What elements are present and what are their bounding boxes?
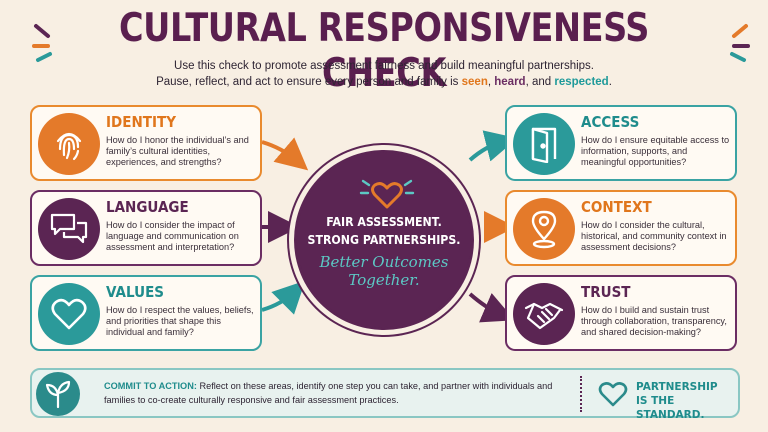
center-headline: FAIR ASSESSMENT. STRONG PARTNERSHIPS. bbox=[307, 214, 461, 247]
card-title: IDENTITY bbox=[106, 113, 176, 131]
subtitle-line-1: Use this check to promote assessment fai… bbox=[174, 60, 594, 72]
word-heard: heard bbox=[494, 76, 526, 88]
heart-burst-icon bbox=[359, 179, 415, 209]
card-text: How do I consider the impact of language… bbox=[106, 220, 239, 252]
card-text: How do I honor the individual’s and fami… bbox=[106, 135, 249, 167]
fingerprint-icon bbox=[38, 113, 100, 175]
card-title: TRUST bbox=[581, 283, 631, 301]
sprout-icon bbox=[36, 372, 80, 416]
card-title: CONTEXT bbox=[581, 198, 652, 216]
card-context: CONTEXT How do I consider the cultural, … bbox=[505, 190, 737, 266]
decorative-burst-left-icon bbox=[32, 24, 52, 62]
subtitle-line-2: Pause, reflect, and act to ensure every … bbox=[156, 76, 612, 88]
page-title: CULTURAL RESPONSIVENESS CHECK bbox=[118, 6, 650, 96]
handshake-icon bbox=[513, 283, 575, 345]
card-identity: IDENTITY How do I honor the individual’s… bbox=[30, 105, 262, 181]
card-title: ACCESS bbox=[581, 113, 640, 131]
card-text: How do I consider the cultural, historic… bbox=[581, 220, 727, 252]
open-door-icon bbox=[513, 113, 575, 175]
card-text: How do I build and sustain trust through… bbox=[581, 305, 727, 337]
commit-text: COMMIT TO ACTION: Reflect on these areas… bbox=[104, 381, 553, 405]
heart-icon bbox=[38, 283, 100, 345]
word-respected: respected bbox=[554, 76, 609, 88]
decorative-burst-right-icon bbox=[730, 24, 750, 62]
card-trust: TRUST How do I build and sustain trust t… bbox=[505, 275, 737, 351]
commit-lead: COMMIT TO ACTION: bbox=[104, 381, 197, 391]
commit-to-action-banner: COMMIT TO ACTION: Reflect on these areas… bbox=[30, 368, 740, 421]
speech-bubbles-icon bbox=[38, 198, 100, 260]
card-title: LANGUAGE bbox=[106, 198, 189, 216]
card-language: LANGUAGE How do I consider the impact of… bbox=[30, 190, 262, 266]
card-access: ACCESS How do I ensure equitable access … bbox=[505, 105, 737, 181]
word-seen: seen bbox=[461, 76, 488, 88]
card-values: VALUES How do I respect the values, beli… bbox=[30, 275, 262, 351]
center-tagline: Better Outcomes Together. bbox=[319, 253, 449, 289]
card-title: VALUES bbox=[106, 283, 165, 301]
center-circle: FAIR ASSESSMENT. STRONG PARTNERSHIPS. Be… bbox=[294, 150, 474, 330]
partnership-statement: PARTNERSHIP IS THE STANDARD. bbox=[636, 381, 718, 421]
card-text: How do I ensure equitable access to info… bbox=[581, 135, 730, 167]
location-pin-icon bbox=[513, 198, 575, 260]
divider bbox=[580, 376, 582, 412]
card-text: How do I respect the values, beliefs, an… bbox=[106, 305, 254, 337]
heart-outline-icon bbox=[598, 382, 628, 407]
